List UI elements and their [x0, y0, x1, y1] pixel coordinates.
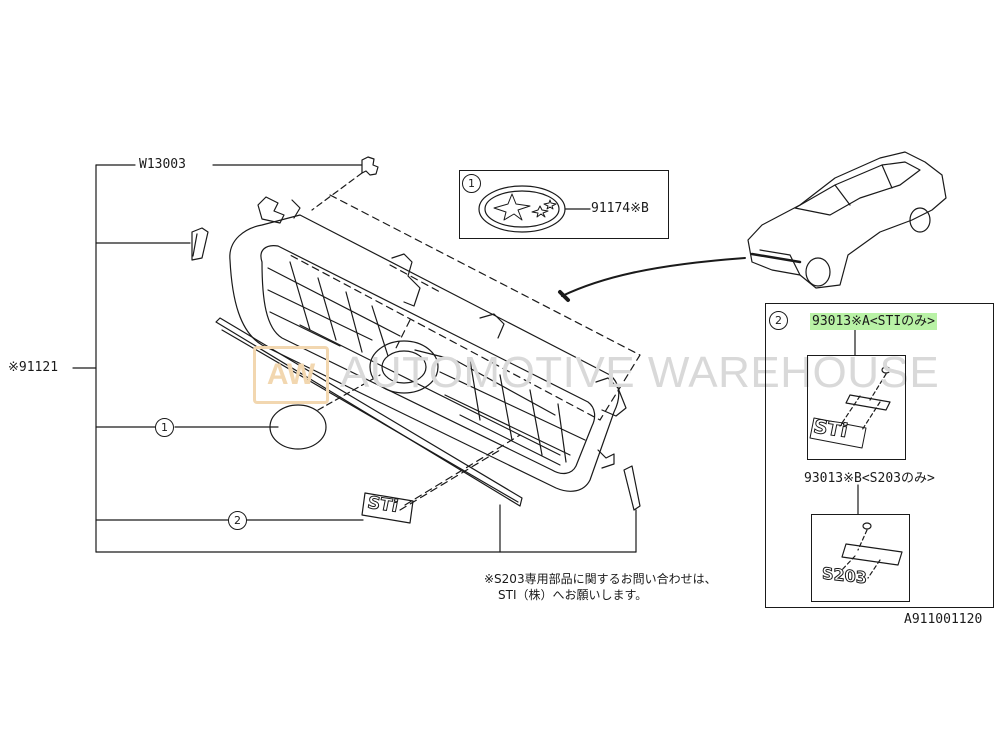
emblem-detail: [478, 185, 591, 233]
sti-badge-text-small: STi: [368, 492, 399, 518]
watermark-logo: AW: [253, 346, 329, 404]
s203-badge-box: [811, 514, 910, 602]
callout-1-box: 1: [462, 174, 481, 193]
location-arrow: [561, 257, 746, 297]
sti-badge-label: 93013※A<STIのみ>: [810, 313, 937, 330]
badge-detail-panel: [809, 329, 903, 579]
s203-note: ※S203専用部品に関するお問い合わせは、 STI（株）へお願いします。: [484, 571, 717, 603]
sti-badge-box: [807, 355, 906, 460]
sti-badge-text-detail: STi: [814, 415, 848, 443]
clip-label: W13003: [139, 157, 186, 172]
emblem-part-label: 91174※B: [591, 201, 649, 216]
sti-badge-highlight: 93013※A<STIのみ>: [810, 313, 937, 330]
front-grille: [215, 196, 627, 507]
sti-badge-small: [361, 492, 414, 524]
side-trim-strip: [191, 227, 209, 261]
note-line-1: ※S203専用部品に関するお問い合わせは、: [484, 572, 717, 586]
grille-emblem: [269, 374, 381, 450]
s203-badge-label: 93013※B<S203のみ>: [804, 471, 935, 486]
note-line-2: STI（株）へお願いします。: [498, 588, 648, 603]
right-side-trim: [623, 465, 641, 511]
callout-2-box: 2: [769, 311, 788, 330]
grille-label: ※91121: [8, 360, 59, 375]
emblem-callout-box: [459, 170, 669, 239]
diagram-code: A911001120: [904, 612, 983, 627]
clip-part: [311, 156, 379, 211]
badge-callout-box: [765, 303, 994, 608]
leader-bracket: [72, 164, 637, 553]
callout-2-left: 2: [228, 511, 247, 530]
car-illustration: [747, 151, 947, 289]
callout-1-left: 1: [155, 418, 174, 437]
watermark-text: AUTOMOTIVE WAREHOUSE: [340, 348, 940, 397]
